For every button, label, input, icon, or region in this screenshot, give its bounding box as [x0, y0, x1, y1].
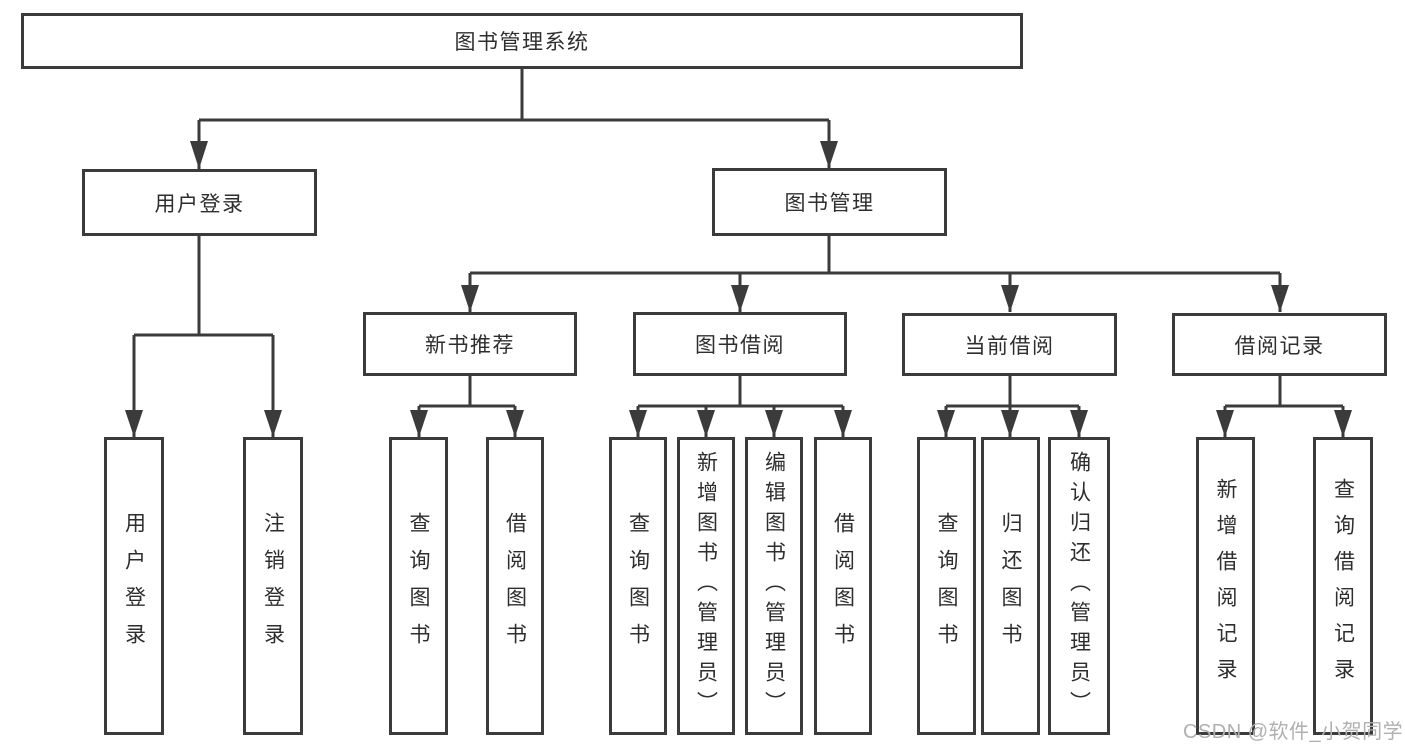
- arrowhead-icons: [125, 141, 1352, 437]
- node-label: 新书推荐: [425, 334, 515, 357]
- node-label: 确认归还（管理员）: [1067, 451, 1091, 721]
- leaf-borrow-books-recommend: 借阅图书: [486, 437, 544, 735]
- leaf-user-login: 用户登录: [104, 437, 164, 735]
- node-label: 借阅图书: [503, 512, 527, 660]
- leaf-return-books: 归还图书: [981, 437, 1040, 735]
- node-borrowing-records: 借阅记录: [1172, 313, 1387, 376]
- node-label: 编辑图书（管理员）: [762, 451, 786, 721]
- connector-paths: [132, 69, 1345, 437]
- leaf-add-borrow-record: 新增借阅记录: [1196, 437, 1255, 735]
- node-label: 借阅图书: [831, 512, 855, 660]
- node-label: 图书管理: [784, 192, 875, 215]
- node-label: 查询图书: [935, 512, 958, 660]
- leaf-logout: 注销登录: [243, 437, 303, 735]
- node-label: 新增借阅记录: [1214, 478, 1237, 694]
- node-book-management: 图书管理: [712, 168, 947, 236]
- leaf-query-books-recommend: 查询图书: [389, 437, 448, 735]
- node-label: 查询图书: [626, 512, 650, 660]
- node-label: 新增图书（管理员）: [694, 451, 718, 721]
- node-label: 借阅记录: [1234, 334, 1325, 358]
- node-label: 当前借阅: [964, 334, 1055, 358]
- leaf-edit-books-admin: 编辑图书（管理员）: [745, 437, 803, 735]
- node-label: 用户登录: [154, 192, 245, 216]
- node-label: 用户登录: [122, 512, 146, 660]
- node-label: 图书借阅: [695, 334, 785, 357]
- leaf-query-books-current: 查询图书: [917, 437, 976, 735]
- watermark: CSDN @软件_小贺同学: [1183, 721, 1404, 743]
- leaf-query-books-borrowing: 查询图书: [609, 437, 667, 735]
- node-label: 归还图书: [999, 512, 1022, 660]
- leaf-confirm-return-admin: 确认归还（管理员）: [1048, 437, 1110, 735]
- node-label: 查询图书: [407, 512, 430, 660]
- node-current-borrowing: 当前借阅: [902, 313, 1117, 376]
- node-label: 注销登录: [261, 512, 285, 660]
- leaf-query-borrow-record: 查询借阅记录: [1313, 437, 1373, 735]
- node-root-system: 图书管理系统: [21, 13, 1023, 69]
- node-user-login: 用户登录: [82, 169, 317, 236]
- node-label: 图书管理系统: [454, 31, 590, 54]
- leaf-borrow-books: 借阅图书: [814, 437, 872, 735]
- node-label: 查询借阅记录: [1331, 478, 1355, 694]
- leaf-add-books-admin: 新增图书（管理员）: [677, 437, 735, 735]
- node-new-book-recommend: 新书推荐: [363, 312, 577, 376]
- node-book-borrowing: 图书借阅: [633, 312, 847, 376]
